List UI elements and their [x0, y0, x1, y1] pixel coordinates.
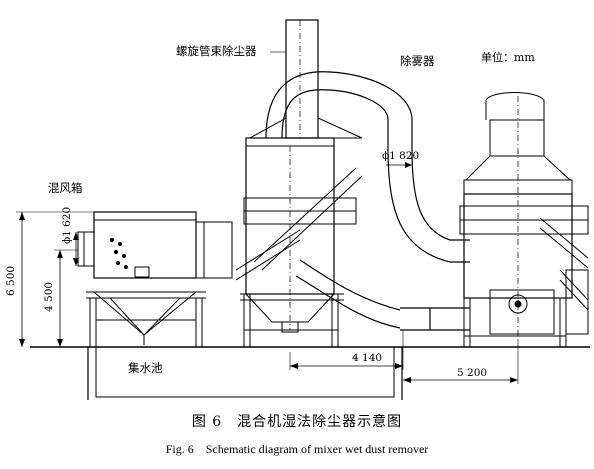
- figure-caption-en: Fig. 6 Schematic diagram of mixer wet du…: [165, 442, 429, 456]
- demister-label: 除雾器: [400, 54, 435, 68]
- mixing-box: [77, 211, 233, 347]
- mixing-box-label: 混风箱: [48, 181, 83, 195]
- connecting-duct: [265, 71, 470, 331]
- dimension-lines: [16, 51, 519, 384]
- collecting-pool: [87, 347, 403, 400]
- spiral-tube-collector: [235, 19, 363, 347]
- span-right-label: 5 200: [457, 367, 488, 379]
- span-left-label: 4 140: [352, 352, 383, 364]
- collecting-pool-label: 集水池: [128, 361, 163, 375]
- inlet-diameter-label: ϕ1 620: [61, 206, 73, 244]
- height-lower-label: 4 500: [43, 281, 55, 312]
- figure-caption-cn: 图 6 混合机湿法除尘器示意图: [191, 414, 403, 430]
- height-total-label: 6 500: [5, 265, 17, 296]
- schematic-drawing: [16, 19, 590, 400]
- demister: [459, 92, 589, 347]
- spiral-tube-label: 螺旋管束除尘器: [176, 44, 257, 58]
- unit-label: 单位：mm: [481, 51, 535, 64]
- duct-diameter-label: ϕ1 820: [382, 150, 420, 162]
